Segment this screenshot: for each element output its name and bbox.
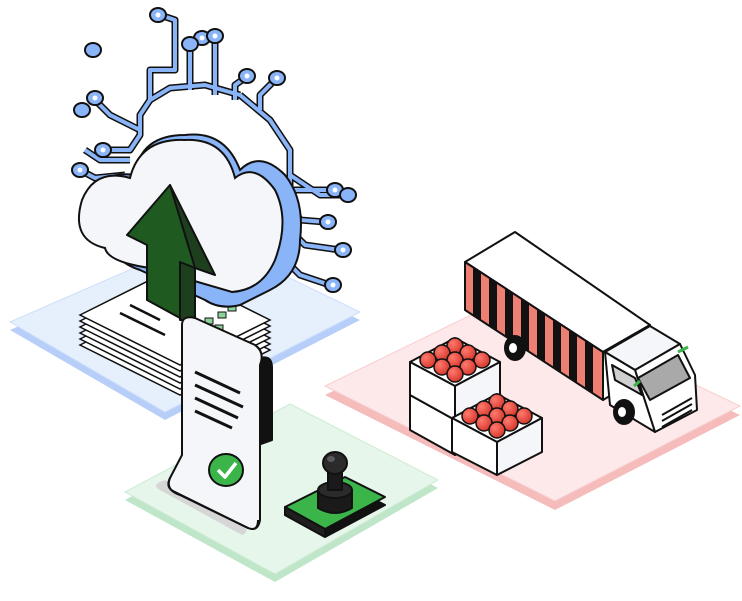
approved-document-icon — [156, 316, 273, 535]
upload-arrow-icon — [126, 184, 216, 321]
circuit-icon — [71, 7, 357, 293]
tomato-crate-top — [409, 337, 501, 421]
delivery-truck-icon — [464, 231, 698, 433]
tomato-crate-front — [451, 393, 543, 476]
stamp-icon — [284, 451, 386, 538]
